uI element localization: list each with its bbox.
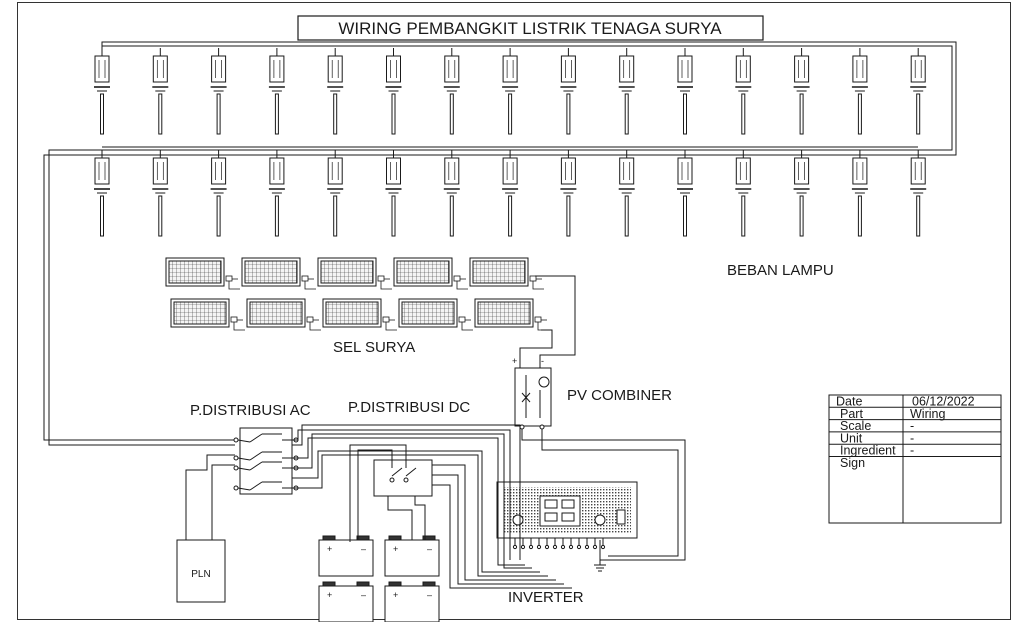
- lamp-icon: [793, 48, 810, 135]
- lamp-icon: [851, 150, 868, 237]
- sel-surya-label: SEL SURYA: [333, 339, 415, 356]
- ac-distribution-panel: [233, 427, 299, 495]
- svg-text:-: -: [541, 356, 544, 366]
- system-wiring: [185, 424, 686, 589]
- lamp-icon: [851, 48, 868, 135]
- svg-text:–: –: [361, 544, 366, 554]
- solar-panel: [469, 257, 544, 290]
- lamp-icon: [268, 150, 285, 237]
- lamp-icon: [502, 150, 519, 237]
- inverter-label: INVERTER: [508, 589, 584, 606]
- svg-text:+: +: [393, 544, 398, 554]
- svg-text:+: +: [512, 356, 517, 366]
- svg-text:+: +: [393, 590, 398, 600]
- lamp-icon: [210, 150, 227, 237]
- lamp-bus-wiring: [43, 41, 957, 446]
- lamp-icon: [677, 48, 693, 135]
- lamp-icon: [94, 48, 110, 135]
- lamp-icon: [152, 48, 169, 135]
- lamp-icon: [735, 150, 752, 237]
- pv-combiner-label: PV COMBINER: [567, 387, 672, 404]
- lamp-icon: [385, 48, 402, 135]
- solar-panel: [317, 257, 392, 290]
- lamp-icon: [618, 150, 635, 237]
- lamp-array: [94, 48, 927, 237]
- lamp-icon: [443, 150, 460, 237]
- solar-panel-array: [165, 257, 549, 331]
- diagram-title: WIRING PEMBANGKIT LISTRIK TENAGA SURYA: [338, 19, 722, 38]
- panel-string-wiring: [519, 275, 576, 368]
- title-block-key: Sign: [840, 456, 865, 470]
- battery: +–: [384, 535, 440, 577]
- lamp-icon: [618, 48, 635, 135]
- title-block-value: -: [910, 444, 914, 458]
- lamp-icon: [793, 150, 810, 237]
- lamp-icon: [560, 150, 577, 237]
- svg-text:–: –: [361, 590, 366, 600]
- lamp-icon: [385, 150, 402, 237]
- solar-panel: [393, 257, 468, 290]
- lamp-icon: [910, 48, 927, 135]
- lamp-icon: [327, 48, 344, 135]
- svg-text:–: –: [427, 590, 432, 600]
- pv-combiner-box: + -: [512, 356, 552, 430]
- battery: +–: [384, 581, 440, 622]
- title-block-key: Unit: [840, 431, 863, 445]
- solar-panel: [474, 298, 549, 331]
- lamp-icon: [152, 150, 169, 237]
- lamp-icon: [910, 150, 927, 237]
- solar-panel: [165, 257, 240, 290]
- battery-bank: +–+–+–+–: [318, 535, 440, 622]
- lamp-icon: [268, 48, 285, 135]
- battery: +–: [318, 535, 374, 577]
- title-box: [297, 15, 764, 41]
- distribusi-dc-label: P.DISTRIBUSI DC: [348, 399, 470, 416]
- solar-panel: [322, 298, 397, 331]
- lamp-icon: [677, 150, 693, 237]
- title-block-value: -: [910, 419, 914, 433]
- title-block-value: 06/12/2022: [912, 395, 975, 409]
- lamp-icon: [94, 150, 110, 237]
- title-block-key: Part: [840, 407, 863, 421]
- dc-distribution-panel: [373, 459, 433, 497]
- pln-label: PLN: [191, 569, 210, 580]
- title-block-key: Scale: [840, 419, 871, 433]
- svg-text:+: +: [327, 544, 332, 554]
- pln-meter: PLN: [176, 539, 226, 603]
- battery: +–: [318, 581, 374, 622]
- svg-text:+: +: [327, 590, 332, 600]
- svg-text:–: –: [427, 544, 432, 554]
- solar-panel: [241, 257, 316, 290]
- solar-panel: [398, 298, 473, 331]
- lamp-icon: [443, 48, 460, 135]
- title-block-key: Date: [836, 395, 862, 409]
- drawing-frame: [17, 2, 1011, 620]
- solar-panel: [246, 298, 321, 331]
- lamp-icon: [502, 48, 519, 135]
- solar-panel: [170, 298, 245, 331]
- lamp-icon: [210, 48, 227, 135]
- lamp-icon: [560, 48, 577, 135]
- lamp-icon: [735, 48, 752, 135]
- title-block-key: Ingredient: [840, 444, 896, 458]
- title-block-value: Wiring: [910, 407, 945, 421]
- lamp-icon: [327, 150, 344, 237]
- title-block-value: -: [910, 431, 914, 445]
- distribusi-ac-label: P.DISTRIBUSI AC: [190, 402, 311, 419]
- inverter-unit: [496, 481, 638, 550]
- beban-lampu-label: BEBAN LAMPU: [727, 262, 834, 279]
